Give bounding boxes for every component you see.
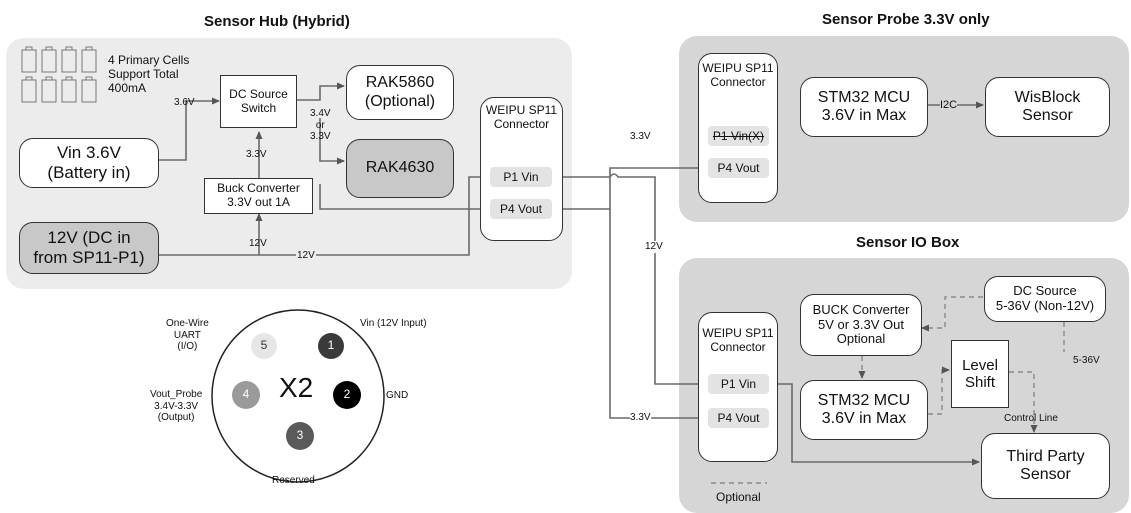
battery-cells-icon <box>21 46 97 103</box>
label-3-6v: 3.6V <box>174 97 195 108</box>
x2-label-reserved: Reserved <box>272 475 315 486</box>
wisblock-sensor: WisBlock Sensor <box>985 77 1110 137</box>
dc-source-switch: DC Source Switch <box>220 75 297 128</box>
io-pin-p4-vout: P4 Vout <box>708 408 769 428</box>
buck-converter-hub: Buck Converter 3.3V out 1A <box>204 178 313 214</box>
label-switch-output: 3.4V or 3.3V <box>310 108 331 142</box>
hub-pin-p1-vin: P1 Vin <box>490 167 552 187</box>
hub-connector-title: WEIPU SP11 Connector <box>485 103 558 131</box>
sensor-hub-title: Sensor Hub (Hybrid) <box>204 13 350 30</box>
dc-in-box: 12V (DC in from SP11-P1) <box>19 222 159 274</box>
x2-center-label: X2 <box>279 372 314 403</box>
x2-label-vout-probe: Vout_Probe 3.4V-3.3V (Output) <box>150 389 203 423</box>
sensor-io-title: Sensor IO Box <box>856 234 960 251</box>
vin-battery-box: Vin 3.6V (Battery in) <box>19 138 159 188</box>
rak4630-box: RAK4630 <box>346 139 454 198</box>
x2-pin-2: 2 <box>333 381 361 409</box>
legend-optional-label: Optional <box>716 490 761 504</box>
probe-stm32-mcu: STM32 MCU 3.6V in Max <box>800 77 928 137</box>
label-i2c: I2C <box>940 99 958 112</box>
rak5860-box: RAK5860 (Optional) <box>346 65 454 120</box>
label-12v-buck: 12V <box>249 238 267 249</box>
x2-label-onewire: One-Wire UART (I/O) <box>166 318 209 352</box>
x2-pin-5: 5 <box>251 333 277 359</box>
third-party-sensor: Third Party Sensor <box>981 433 1110 499</box>
hub-pin-p4-vout: P4 Vout <box>490 199 552 219</box>
x2-pin-3: 3 <box>286 422 314 450</box>
x2-pin-4: 4 <box>232 381 260 409</box>
probe-connector-title: WEIPU SP11 Connector <box>702 61 774 89</box>
io-stm32-mcu: STM32 MCU 3.6V in Max <box>800 380 928 440</box>
level-shift: Level Shift <box>951 340 1009 408</box>
io-dc-source: DC Source 5-36V (Non-12V) <box>984 276 1106 322</box>
probe-pin-p1-vin-x: P1 Vin(X) <box>708 126 769 146</box>
label-5-36v: 5-36V <box>1073 355 1100 366</box>
probe-pin-p4-vout: P4 Vout <box>708 158 769 178</box>
x2-label-vin: Vin (12V Input) <box>360 318 427 329</box>
sensor-probe-title: Sensor Probe 3.3V only <box>822 11 990 28</box>
label-3-3v-to-probe: 3.3V <box>630 131 651 142</box>
io-buck-converter: BUCK Converter 5V or 3.3V Out Optional <box>800 294 922 356</box>
label-control-line: Control Line <box>1004 413 1058 424</box>
label-3-3v-buck: 3.3V <box>246 149 267 160</box>
label-12v-line: 12V <box>296 250 316 262</box>
io-pin-p1-vin: P1 Vin <box>708 374 769 394</box>
x2-pin-1: 1 <box>318 333 344 359</box>
cells-text: 4 Primary Cells Support Total 400mA <box>108 53 190 95</box>
x2-label-gnd: GND <box>386 390 409 401</box>
label-12v-to-io: 12V <box>645 241 663 253</box>
label-3-3v-to-io: 3.3V <box>630 412 651 424</box>
io-connector-title: WEIPU SP11 Connector <box>702 326 774 354</box>
